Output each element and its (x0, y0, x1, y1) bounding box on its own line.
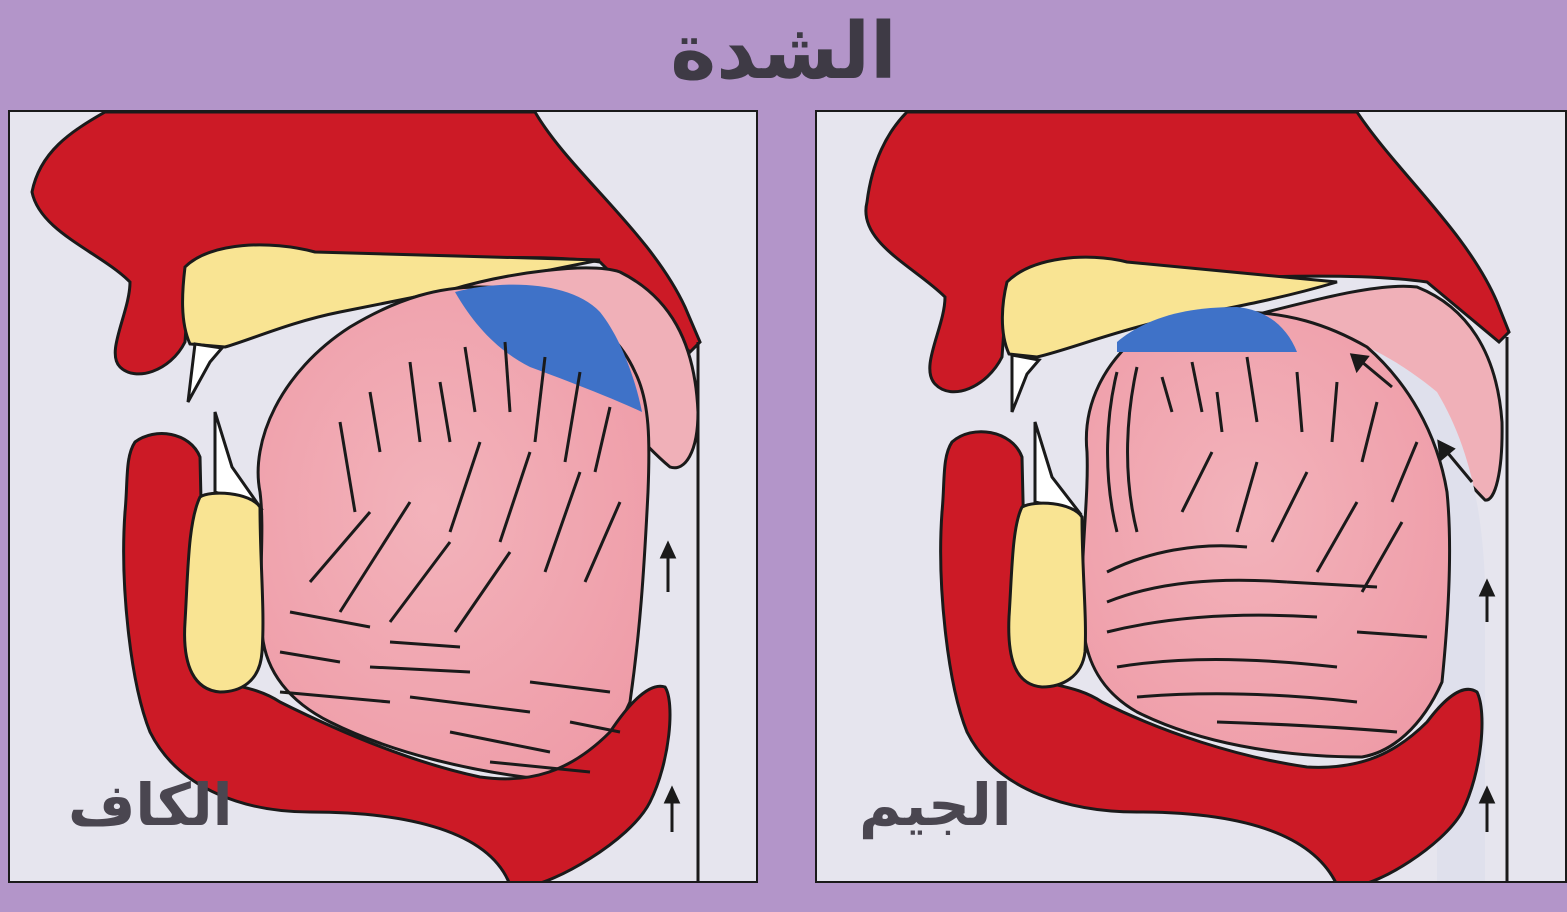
panel-jeem: الجيم (815, 110, 1567, 883)
letter-label-kaf: الكاف (68, 771, 233, 839)
letter-label-jeem: الجيم (859, 771, 1012, 839)
page-title: الشدة (0, 0, 1567, 108)
jeem-articulation-diagram (817, 112, 1567, 883)
panel-kaf: الكاف (8, 110, 758, 883)
lower-tooth (1035, 422, 1079, 512)
upper-tooth (1012, 355, 1039, 412)
upper-tooth (188, 344, 222, 402)
lower-jaw-bone (185, 493, 263, 692)
kaf-articulation-diagram (10, 112, 758, 883)
lower-jaw-bone (1009, 503, 1086, 687)
